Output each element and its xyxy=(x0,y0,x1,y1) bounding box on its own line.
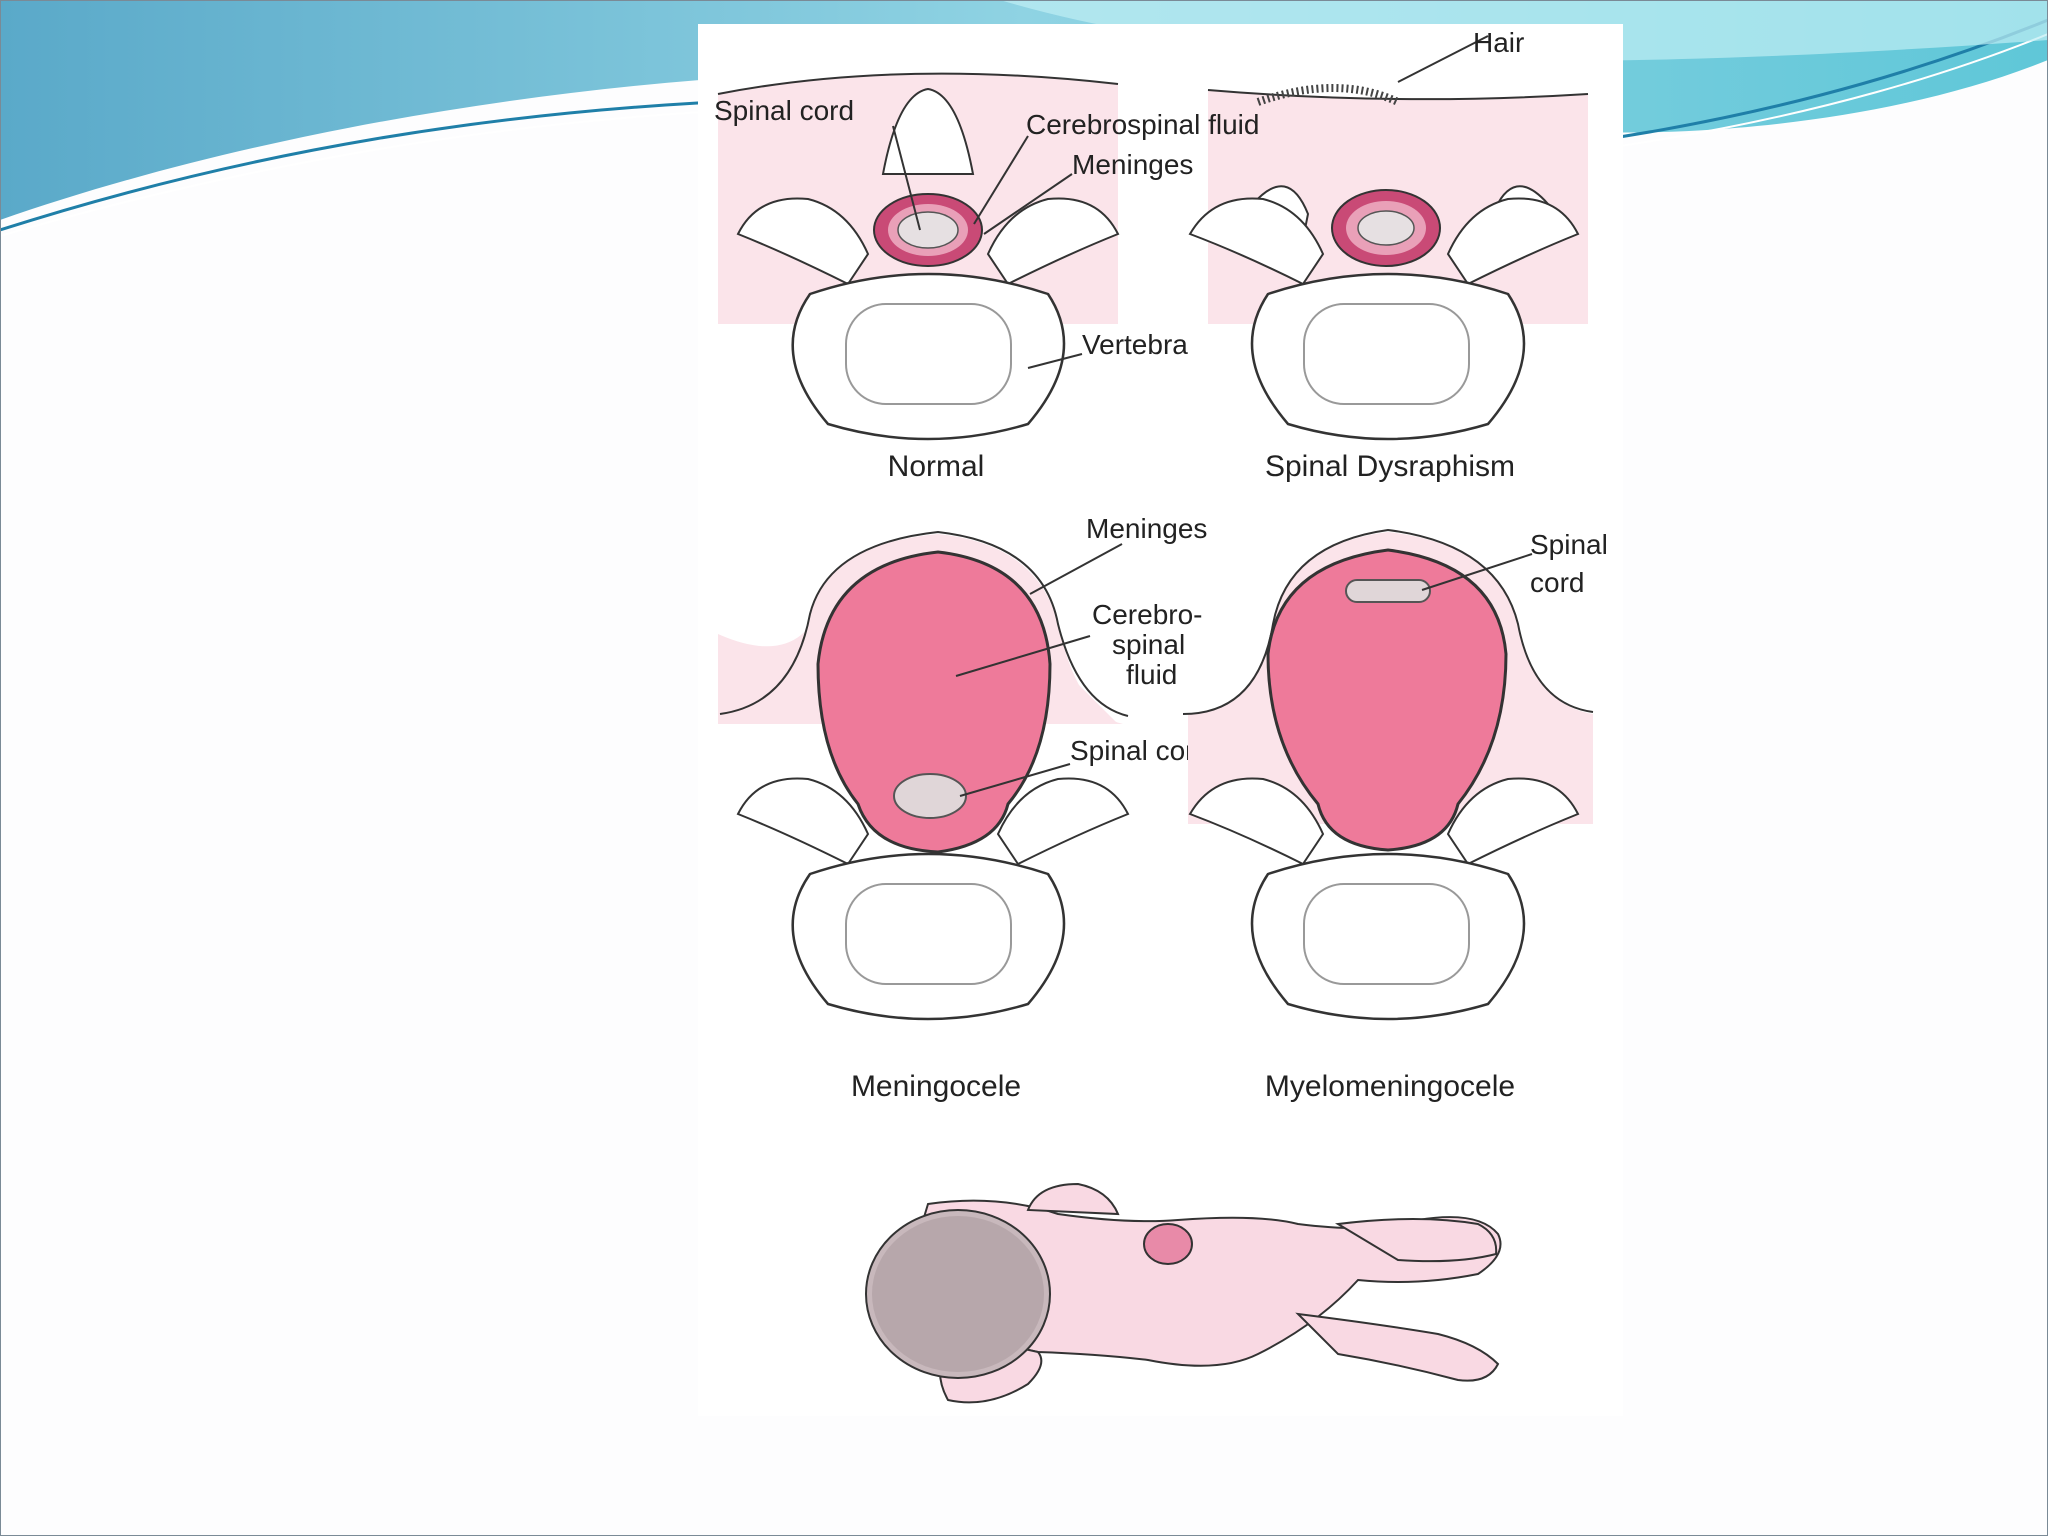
label-spinal-cord-right-2: cord xyxy=(1530,567,1584,598)
label-csf-mid-3: fluid xyxy=(1126,659,1177,690)
caption-normal: Normal xyxy=(888,450,985,483)
label-vertebra: Vertebra xyxy=(1082,329,1188,360)
meningocele-diagram: Meningocele xyxy=(718,530,1130,1103)
caption-meningocele: Meningocele xyxy=(851,1070,1021,1103)
label-spinal-cord-top: Spinal cord xyxy=(714,95,854,126)
myelomeningocele-diagram: Myelomeningocele xyxy=(1182,528,1594,1103)
label-meninges-mid: Meninges xyxy=(1086,513,1207,544)
label-spinal-cord-mid: Spinal cord xyxy=(1070,735,1210,766)
label-hair: Hair xyxy=(1473,27,1524,58)
label-csf-mid-1: Cerebro- xyxy=(1092,599,1202,630)
label-csf-top: Cerebrospinal fluid xyxy=(1026,109,1259,140)
caption-myelomeningocele: Myelomeningocele xyxy=(1265,1070,1515,1103)
infant-illustration xyxy=(865,1182,1502,1404)
label-spinal-cord-right-1: Spinal xyxy=(1530,529,1608,560)
spina-bifida-figure: Normal Hair Spinal Dysraphism xyxy=(698,24,1623,1416)
caption-dysraphism: Spinal Dysraphism xyxy=(1265,450,1515,483)
normal-diagram: Normal xyxy=(717,72,1120,483)
dysraphism-diagram: Hair Spinal Dysraphism xyxy=(1188,27,1589,483)
label-csf-mid-2: spinal xyxy=(1112,629,1185,660)
label-meninges-top: Meninges xyxy=(1072,149,1193,180)
